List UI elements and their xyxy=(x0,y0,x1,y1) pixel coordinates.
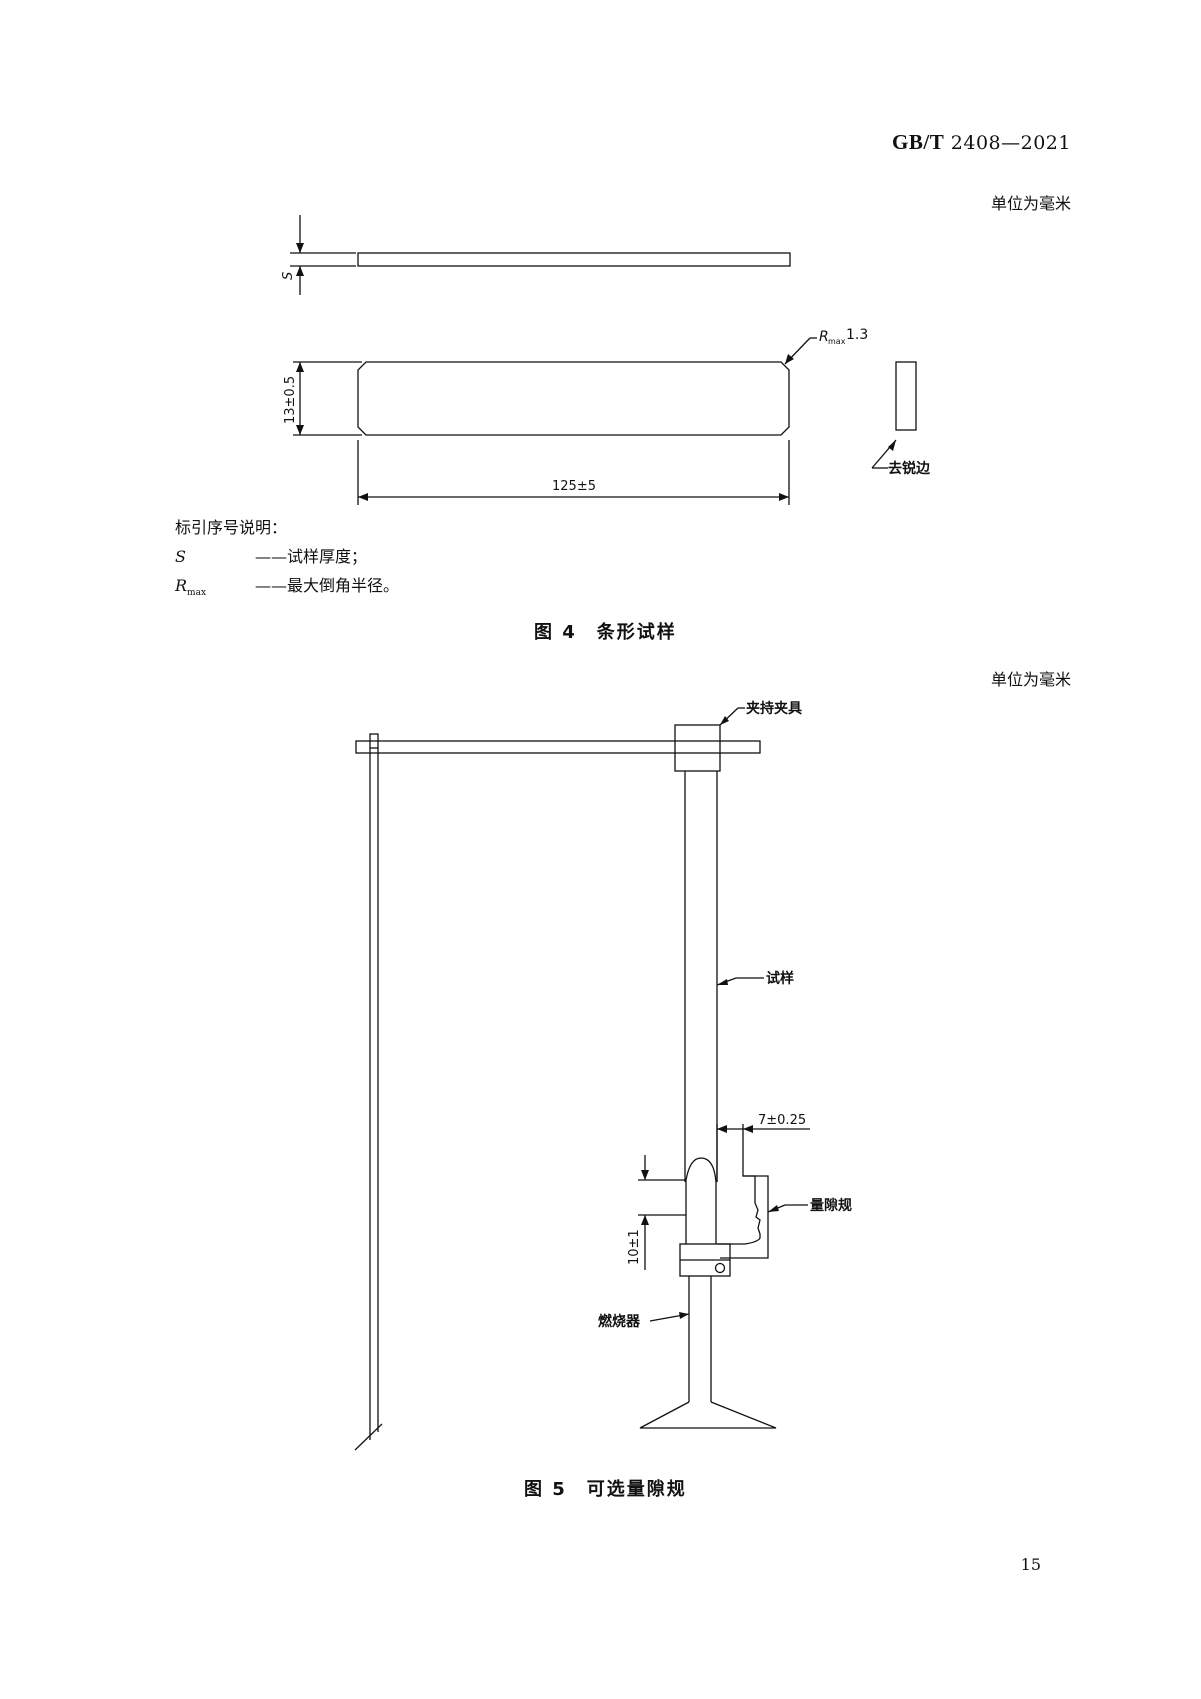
horizontal-arm xyxy=(355,740,761,754)
burner-base xyxy=(639,1401,777,1429)
height-dimension: 13±0.5 xyxy=(283,376,298,424)
collar-screw xyxy=(714,1262,726,1274)
figure-5-drawing: 夹持夹具 试样 7±0.25 量隙规 10±1 燃烧器 xyxy=(354,700,852,1451)
figure-4-drawing: S 13±0.5 125±5 R max 1.3 去锐边 xyxy=(281,215,931,505)
page-number: 15 xyxy=(1020,1555,1041,1574)
figure-4-caption: 图 4 条形试样 xyxy=(534,622,677,643)
legend-symbol-subscript: max xyxy=(187,588,207,599)
gauge-inner xyxy=(717,1168,761,1245)
legend-symbol-letter: R xyxy=(175,576,188,595)
radius-subscript: max xyxy=(828,337,846,346)
standard-prefix: GB/T xyxy=(892,130,945,154)
thickness-symbol: S xyxy=(281,272,296,280)
fig4-unit: 单位为毫米 xyxy=(990,194,1071,213)
radius-symbol: R xyxy=(819,329,829,345)
gap-dimension: 7±0.25 xyxy=(758,1113,806,1128)
legend-item-radius: Rmax——最大倒角半径。 xyxy=(175,572,399,598)
standard-number: 2408—2021 xyxy=(950,132,1071,154)
gauge-label: 量隙规 xyxy=(810,1197,852,1214)
figure-5-caption: 图 5 可选量隙规 xyxy=(524,1479,687,1500)
burner-label: 燃烧器 xyxy=(598,1313,641,1330)
standard-code: GB/T 2408—2021 xyxy=(892,130,1071,155)
specimen-end-view xyxy=(895,361,917,431)
height-dimension-fig5: 10±1 xyxy=(627,1229,642,1265)
fig5-unit: 单位为毫米 xyxy=(990,670,1071,689)
flame-tip xyxy=(685,1157,717,1183)
specimen-side-view xyxy=(357,252,791,267)
radius-value: 1.3 xyxy=(846,327,868,343)
length-dimension: 125±5 xyxy=(552,479,596,494)
legend-item-thickness: S ——试样厚度； xyxy=(175,543,367,567)
legend-symbol: Rmax xyxy=(175,576,255,598)
legend-symbol: S xyxy=(175,547,186,566)
legend-title: 标引序号说明： xyxy=(175,518,288,537)
clamp-block xyxy=(674,724,721,772)
legend-text: ——试样厚度； xyxy=(255,547,368,566)
specimen-label: 试样 xyxy=(766,970,794,987)
specimen-front-view xyxy=(357,361,790,436)
gauge-outer xyxy=(720,1175,769,1259)
clamp-label: 夹持夹具 xyxy=(746,700,802,717)
edge-label: 去锐边 xyxy=(888,460,931,477)
legend-text: ——最大倒角半径。 xyxy=(255,576,400,595)
